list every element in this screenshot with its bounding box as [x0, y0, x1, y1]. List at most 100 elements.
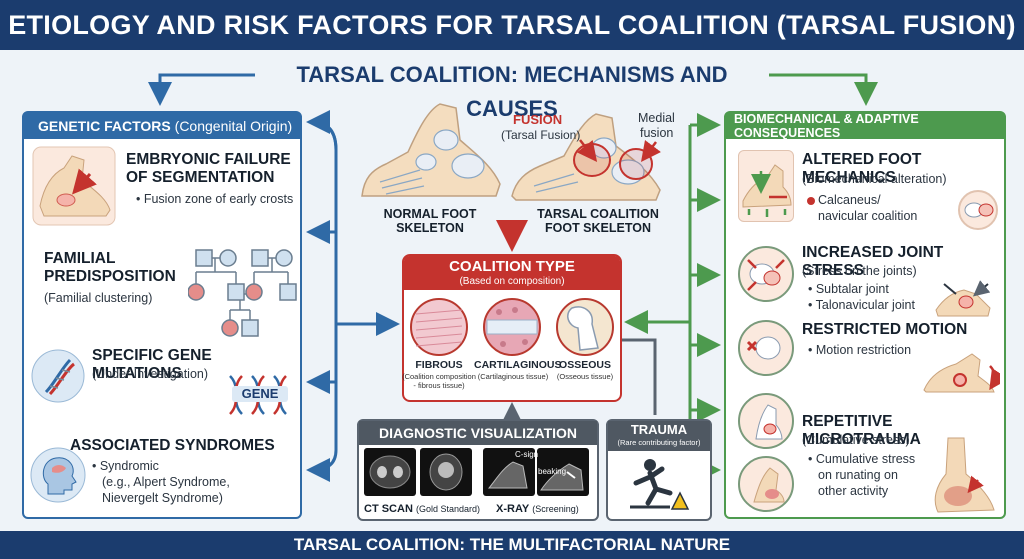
genetic-item-4-bullet: • Syndromic [92, 459, 159, 473]
fusion-pointer-arrows [576, 139, 661, 162]
osseous-tissue-image [556, 298, 614, 356]
biomech-item-1-bullet: Calcaneus/ [818, 193, 881, 207]
foot-segmentation-icon [32, 146, 116, 226]
xray-sub: (Screening) [532, 504, 579, 514]
subtalar-joint-image [935, 276, 991, 317]
diagnostic-title: DIAGNOSTIC VISUALIZATION [359, 421, 597, 445]
trauma-box: TRAUMA (Rare contributing factor) [606, 419, 712, 521]
osseous-label: OSSEOUS [559, 359, 611, 371]
restricted-motion-icon [746, 336, 781, 360]
footer-title: TARSAL COALITION: THE MULTIFACTORIAL NAT… [0, 531, 1024, 559]
genetic-factors-header: GENETIC FACTORS (Congenital Origin) [24, 113, 300, 139]
joint-stress-image [738, 246, 794, 302]
biomech-item-1-sub: (Biomechanical alteration) [802, 172, 947, 186]
fusion-label: FUSION [513, 112, 563, 127]
biomech-item-4-sub: (Cumulative stress) [802, 433, 910, 447]
gene-badge: GENE [232, 386, 288, 402]
fusion-sub-label: (Tarsal Fusion) [501, 128, 581, 142]
genetic-item-2-sub: (Familial clustering) [44, 291, 153, 305]
foot-microtrauma-icon [755, 404, 783, 440]
biomech-item-4-heading: REPETITIVE MICROTRAUMA [802, 413, 921, 448]
ct-scan-image-1 [364, 448, 416, 496]
calcaneus-navicular-image [958, 190, 998, 230]
normal-foot-label-line-2: SKELETON [396, 221, 464, 235]
trauma-header: TRAUMA (Rare contributing factor) [608, 421, 710, 451]
genetic-item-3-heading: SPECIFIC GENE MUTATIONS [92, 347, 212, 382]
biomech-item-1-heading: ALTERED FOOT MECHANICS [802, 151, 922, 186]
genetic-item-4-bullet-2: (e.g., Alpert Syndrome, [102, 475, 230, 489]
pedigree-icon [188, 249, 297, 337]
fibrous-sub-2: - fibrous tissue) [413, 381, 465, 390]
cartilage-texture-icon [486, 307, 538, 347]
heel-stress-image [934, 437, 995, 513]
ct-scan-name: CT SCAN [364, 503, 413, 515]
fibrous-texture-icon [415, 309, 463, 347]
biomech-item-2-bullet: • Subtalar joint [808, 282, 889, 296]
subtitle: TARSAL COALITION: MECHANISMS AND CAUSES [255, 58, 769, 121]
biomech-item-2-sub: (Stress on the joints) [802, 264, 917, 278]
biomech-item-2-heading: INCREASED JOINT STRESS [802, 244, 944, 279]
fibrous-tissue-image [410, 298, 468, 356]
repetitive-microtrauma-image-1 [738, 393, 794, 449]
calcaneus-bullet-icon [807, 197, 815, 205]
genetic-item-3-sub: (Under Investigation) [92, 367, 209, 381]
genetic-item-4-heading: ASSOCIATED SYNDROMES [70, 437, 275, 454]
biomech-item-3-heading: RESTRICTED MOTION [802, 321, 968, 338]
fibrous-sub-1: (Coalition composition [402, 372, 476, 381]
foot-rotation-image [923, 353, 1000, 393]
trauma-title: TRAUMA [630, 422, 688, 437]
osseous-bone-icon [567, 306, 599, 351]
xray-name: X-RAY [496, 503, 530, 515]
biomech-item-4-bullet: • Cumulative stress [808, 452, 916, 466]
normal-foot-label-line-1: NORMAL FOOT [383, 207, 477, 221]
medial-fusion-label-2: fusion [640, 126, 674, 140]
cartilaginous-label: CARTILAGINOUS [474, 359, 562, 371]
biomech-item-4-bullet-2: on runating on [818, 468, 898, 482]
cartilaginous-sub: (Cartilaginous tissue) [477, 372, 549, 381]
repetitive-microtrauma-image-2 [738, 456, 794, 512]
biomech-item-3-bullet: • Motion restriction [808, 343, 912, 357]
xray-beaking-note: beaking [538, 467, 567, 476]
bone-joint-icon [964, 202, 994, 218]
cartilaginous-tissue-image [483, 298, 541, 356]
coalition-type-header: COALITION TYPE (Based on composition) [404, 256, 620, 290]
trauma-sub: (Rare contributing factor) [617, 438, 701, 447]
restricted-motion-image [738, 320, 794, 376]
ct-scan-image-2 [420, 448, 472, 496]
foot-forces-icon [742, 164, 792, 217]
main-title: ETIOLOGY AND RISK FACTORS FOR TARSAL COA… [0, 0, 1024, 50]
ct-slice-icon [429, 453, 463, 491]
coalition-type-title: COALITION TYPE [449, 258, 575, 275]
ct-scan-label: CT SCAN (Gold Standard) [364, 503, 480, 515]
coalition-foot-label-line-1: TARSAL COALITION [537, 207, 659, 221]
xray-foot-icon [487, 461, 528, 489]
xray-label: X-RAY (Screening) [496, 503, 579, 515]
xray-image-1 [483, 448, 535, 496]
genetic-title-sub: (Congenital Origin) [174, 118, 293, 134]
falling-person-icon [630, 459, 690, 510]
ct-scan-sub: (Gold Standard) [415, 504, 480, 514]
xray-foot-icon [540, 463, 584, 491]
biomech-item-1-bullet-2: navicular coalition [818, 209, 918, 223]
altered-mechanics-image [738, 150, 794, 222]
biomech-item-2-bullet-2: • Talonavicular joint [808, 298, 915, 312]
xray-c-sign-note: C-sign [515, 450, 539, 459]
genetic-item-2-heading: FAMILIAL PREDISPOSITION [44, 250, 176, 285]
ct-slice-icon [369, 455, 411, 489]
head-brain-icon [30, 447, 86, 503]
biomech-item-4-bullet-3: other activity [818, 484, 889, 498]
biomechanical-header: BIOMECHANICAL & ADAPTIVE CONSEQUENCES [726, 112, 1004, 140]
coalition-type-sub: (Based on composition) [459, 276, 565, 287]
genetic-title: GENETIC FACTORS [38, 118, 171, 134]
fibrous-label: FIBROUS [415, 359, 463, 371]
genetic-item-4-bullet-3: Nievergelt Syndrome) [102, 491, 223, 505]
dna-icon [31, 349, 85, 403]
foot-microtrauma-icon [753, 467, 785, 503]
normal-foot-skeleton-image [361, 103, 501, 197]
genetic-item-1-bullet: • Fusion zone of early crosts [136, 192, 294, 206]
xray-image-2 [537, 448, 589, 496]
coalition-foot-label-line-2: FOOT SKELETON [544, 221, 652, 235]
joint-stress-icon [747, 259, 785, 291]
osseous-sub: (Osseous tissue) [556, 372, 614, 381]
medial-fusion-label-1: Medial [638, 111, 675, 125]
